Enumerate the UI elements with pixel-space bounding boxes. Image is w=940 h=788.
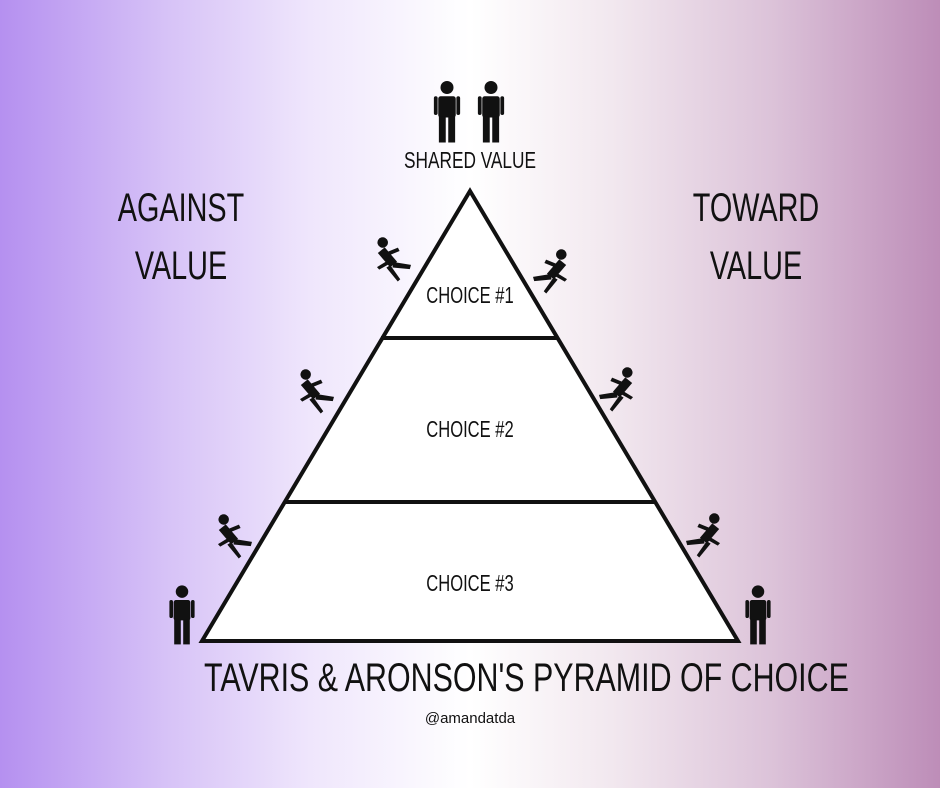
choice-3-label: CHOICE #3 [426, 570, 514, 596]
person-standing-icon [433, 81, 461, 143]
toward-value-line1: TOWARD [692, 186, 820, 230]
person-sliding-icon [288, 367, 341, 416]
person-standing-icon [169, 585, 195, 645]
toward-value-line2: VALUE [709, 244, 803, 288]
pyramid-triangle [198, 187, 742, 643]
author-handle: @amandatda [424, 710, 516, 727]
choice-2-label: CHOICE #2 [426, 416, 514, 442]
toward-value-label: TOWARD VALUE [684, 179, 828, 295]
shared-value-label: SHARED VALUE [404, 147, 536, 173]
person-sliding-icon [592, 365, 645, 414]
page-title: TAVRIS & ARONSON'S PYRAMID OF CHOICE [204, 656, 849, 700]
choice-1-label: CHOICE #1 [426, 282, 514, 308]
against-value-line1: AGAINST [117, 186, 245, 230]
person-sliding-icon [365, 235, 418, 284]
person-standing-icon [477, 81, 505, 143]
person-sliding-icon [206, 512, 259, 561]
against-value-label: AGAINST VALUE [109, 179, 253, 295]
person-standing-icon [745, 585, 771, 645]
person-sliding-icon [679, 511, 732, 560]
against-value-line2: VALUE [134, 244, 228, 288]
